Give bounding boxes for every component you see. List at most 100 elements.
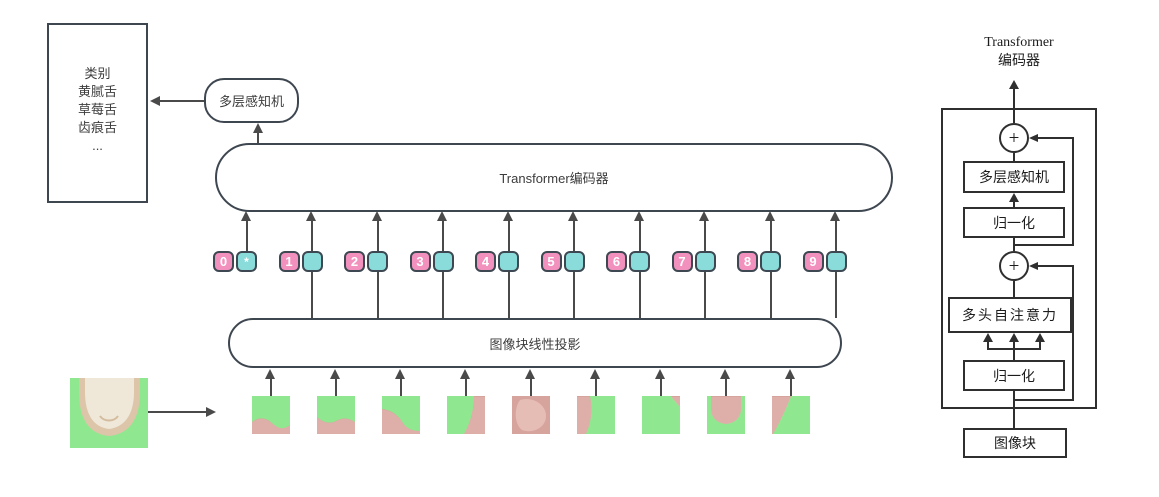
attention-in-line [987,341,989,349]
patch-to-projection-line [335,377,337,396]
residual-lower-branch [1014,399,1074,401]
linear-projection-box: 图像块线性投影 [228,318,842,368]
position-token: 9 [802,251,824,272]
linear-projection-label: 图像块线性投影 [489,336,581,352]
attention-to-add-line [1013,281,1015,297]
token-to-encoder-arrow [240,211,251,221]
token-pair: 2 [344,251,388,272]
detail-norm-bottom-label: 归一化 [993,369,1035,385]
tongue-patch [252,396,290,434]
arrow-to-mlp-head [253,123,263,133]
token-to-encoder-arrow [633,211,644,221]
norm-to-branch-line [1013,348,1015,360]
encoder-detail-output-line [1013,89,1015,123]
patch-to-projection-arrow [330,369,340,379]
attention-in-line [1013,341,1015,349]
residual-upper-arrow [1029,134,1038,142]
residual-upper-branch [1014,244,1074,246]
position-token: 0 [213,251,234,272]
class-item-ellipsis: ... [92,138,103,153]
token-pair: 5 [540,251,585,272]
position-token: 2 [344,251,365,272]
residual-lower-arrow [1029,262,1038,270]
patch-to-projection-line [595,377,597,396]
residual-upper-shaft [1036,137,1074,139]
token-pair: 8 [737,251,781,272]
patch-embedding-token [498,251,519,272]
detail-attention-box: 多头自注意力 [948,297,1072,333]
residual-upper-line [1072,138,1074,246]
norm-to-mlp-line [1013,201,1015,207]
attention-in-arrow [1009,333,1019,342]
class-item: 黄腻舌 [77,84,117,99]
class-embedding-token: * [236,251,257,272]
tongue-patch [382,396,420,434]
attention-in-arrow [1035,333,1045,342]
patch-to-projection-arrow [525,369,535,379]
attention-in-line [1039,341,1041,349]
position-token: 4 [475,251,496,272]
patch-to-projection-arrow [395,369,405,379]
token-to-encoder-arrow [699,211,709,221]
patch-embedding-token [760,251,781,272]
patch-to-projection-arrow [785,369,795,379]
class-output-box: 类别 黄腻舌 草莓舌 齿痕舌 ... [47,23,148,203]
detail-norm-bottom-box: 归一化 [963,360,1065,391]
token-to-encoder-arrow [306,211,316,221]
patch-embedding-token [367,251,388,272]
patch-to-projection-line [530,377,532,396]
token-pair: 0* [213,251,257,272]
class-item: 草莓舌 [77,102,117,117]
tongue-patch [447,396,485,434]
encoder-detail-title-line2: 编码器 [998,54,1040,69]
class-title: 类别 [84,66,111,81]
norm-to-mlp-arrow [1009,193,1019,202]
patch-to-projection-arrow [265,369,275,379]
patch-embedding-token [432,251,454,272]
position-token: 7 [671,251,693,272]
patch-embedding-token [694,251,716,272]
token-pair: 7 [671,251,716,272]
residual-lower-line [1072,266,1074,401]
encoder-detail-title-line1: Transformer [984,35,1054,50]
tongue-patch [707,396,745,434]
add-circle-top: + [999,123,1029,153]
residual-lower-shaft [1036,265,1074,267]
detail-attention-label: 多头自注意力 [962,309,1058,324]
plus-icon: + [1008,255,1020,277]
patch-to-projection-arrow [655,369,665,379]
tongue-to-patches-line [148,411,206,413]
position-token: 6 [606,251,627,272]
tongue-image [70,378,148,448]
patch-embedding-token [629,251,650,272]
transformer-encoder-label: Transformer编码器 [499,171,609,186]
patch-to-projection-line [400,377,402,396]
token-to-encoder-arrow [568,211,578,221]
position-token: 1 [278,251,300,272]
tongue-patch [642,396,680,434]
token-pair: 6 [606,251,650,272]
token-to-encoder-arrow [371,211,382,221]
arrow-to-class-box [150,96,160,106]
encoder-detail-output-arrow [1009,80,1019,89]
tongue-patch [317,396,355,434]
tongue-patch [772,396,810,434]
patch-to-projection-arrow [460,369,470,379]
token-to-encoder-arrow [764,211,775,221]
patch-to-projection-line [270,377,272,396]
plus-icon: + [1008,127,1020,149]
token-to-encoder-line [245,220,248,253]
tongue-patch [577,396,615,434]
attention-in-arrow [983,333,993,342]
patch-to-norm-line [1013,391,1015,428]
mlp-head-box: 多层感知机 [204,78,299,123]
patch-embedding-token [301,251,323,272]
attention-branch-bar [987,348,1041,350]
detail-patch-box: 图像块 [963,428,1067,458]
detail-norm-top-box: 归一化 [963,207,1065,238]
patch-to-projection-line [465,377,467,396]
detail-patch-label: 图像块 [994,437,1036,452]
arrow-to-patches [206,407,216,417]
position-token: 8 [737,251,758,272]
